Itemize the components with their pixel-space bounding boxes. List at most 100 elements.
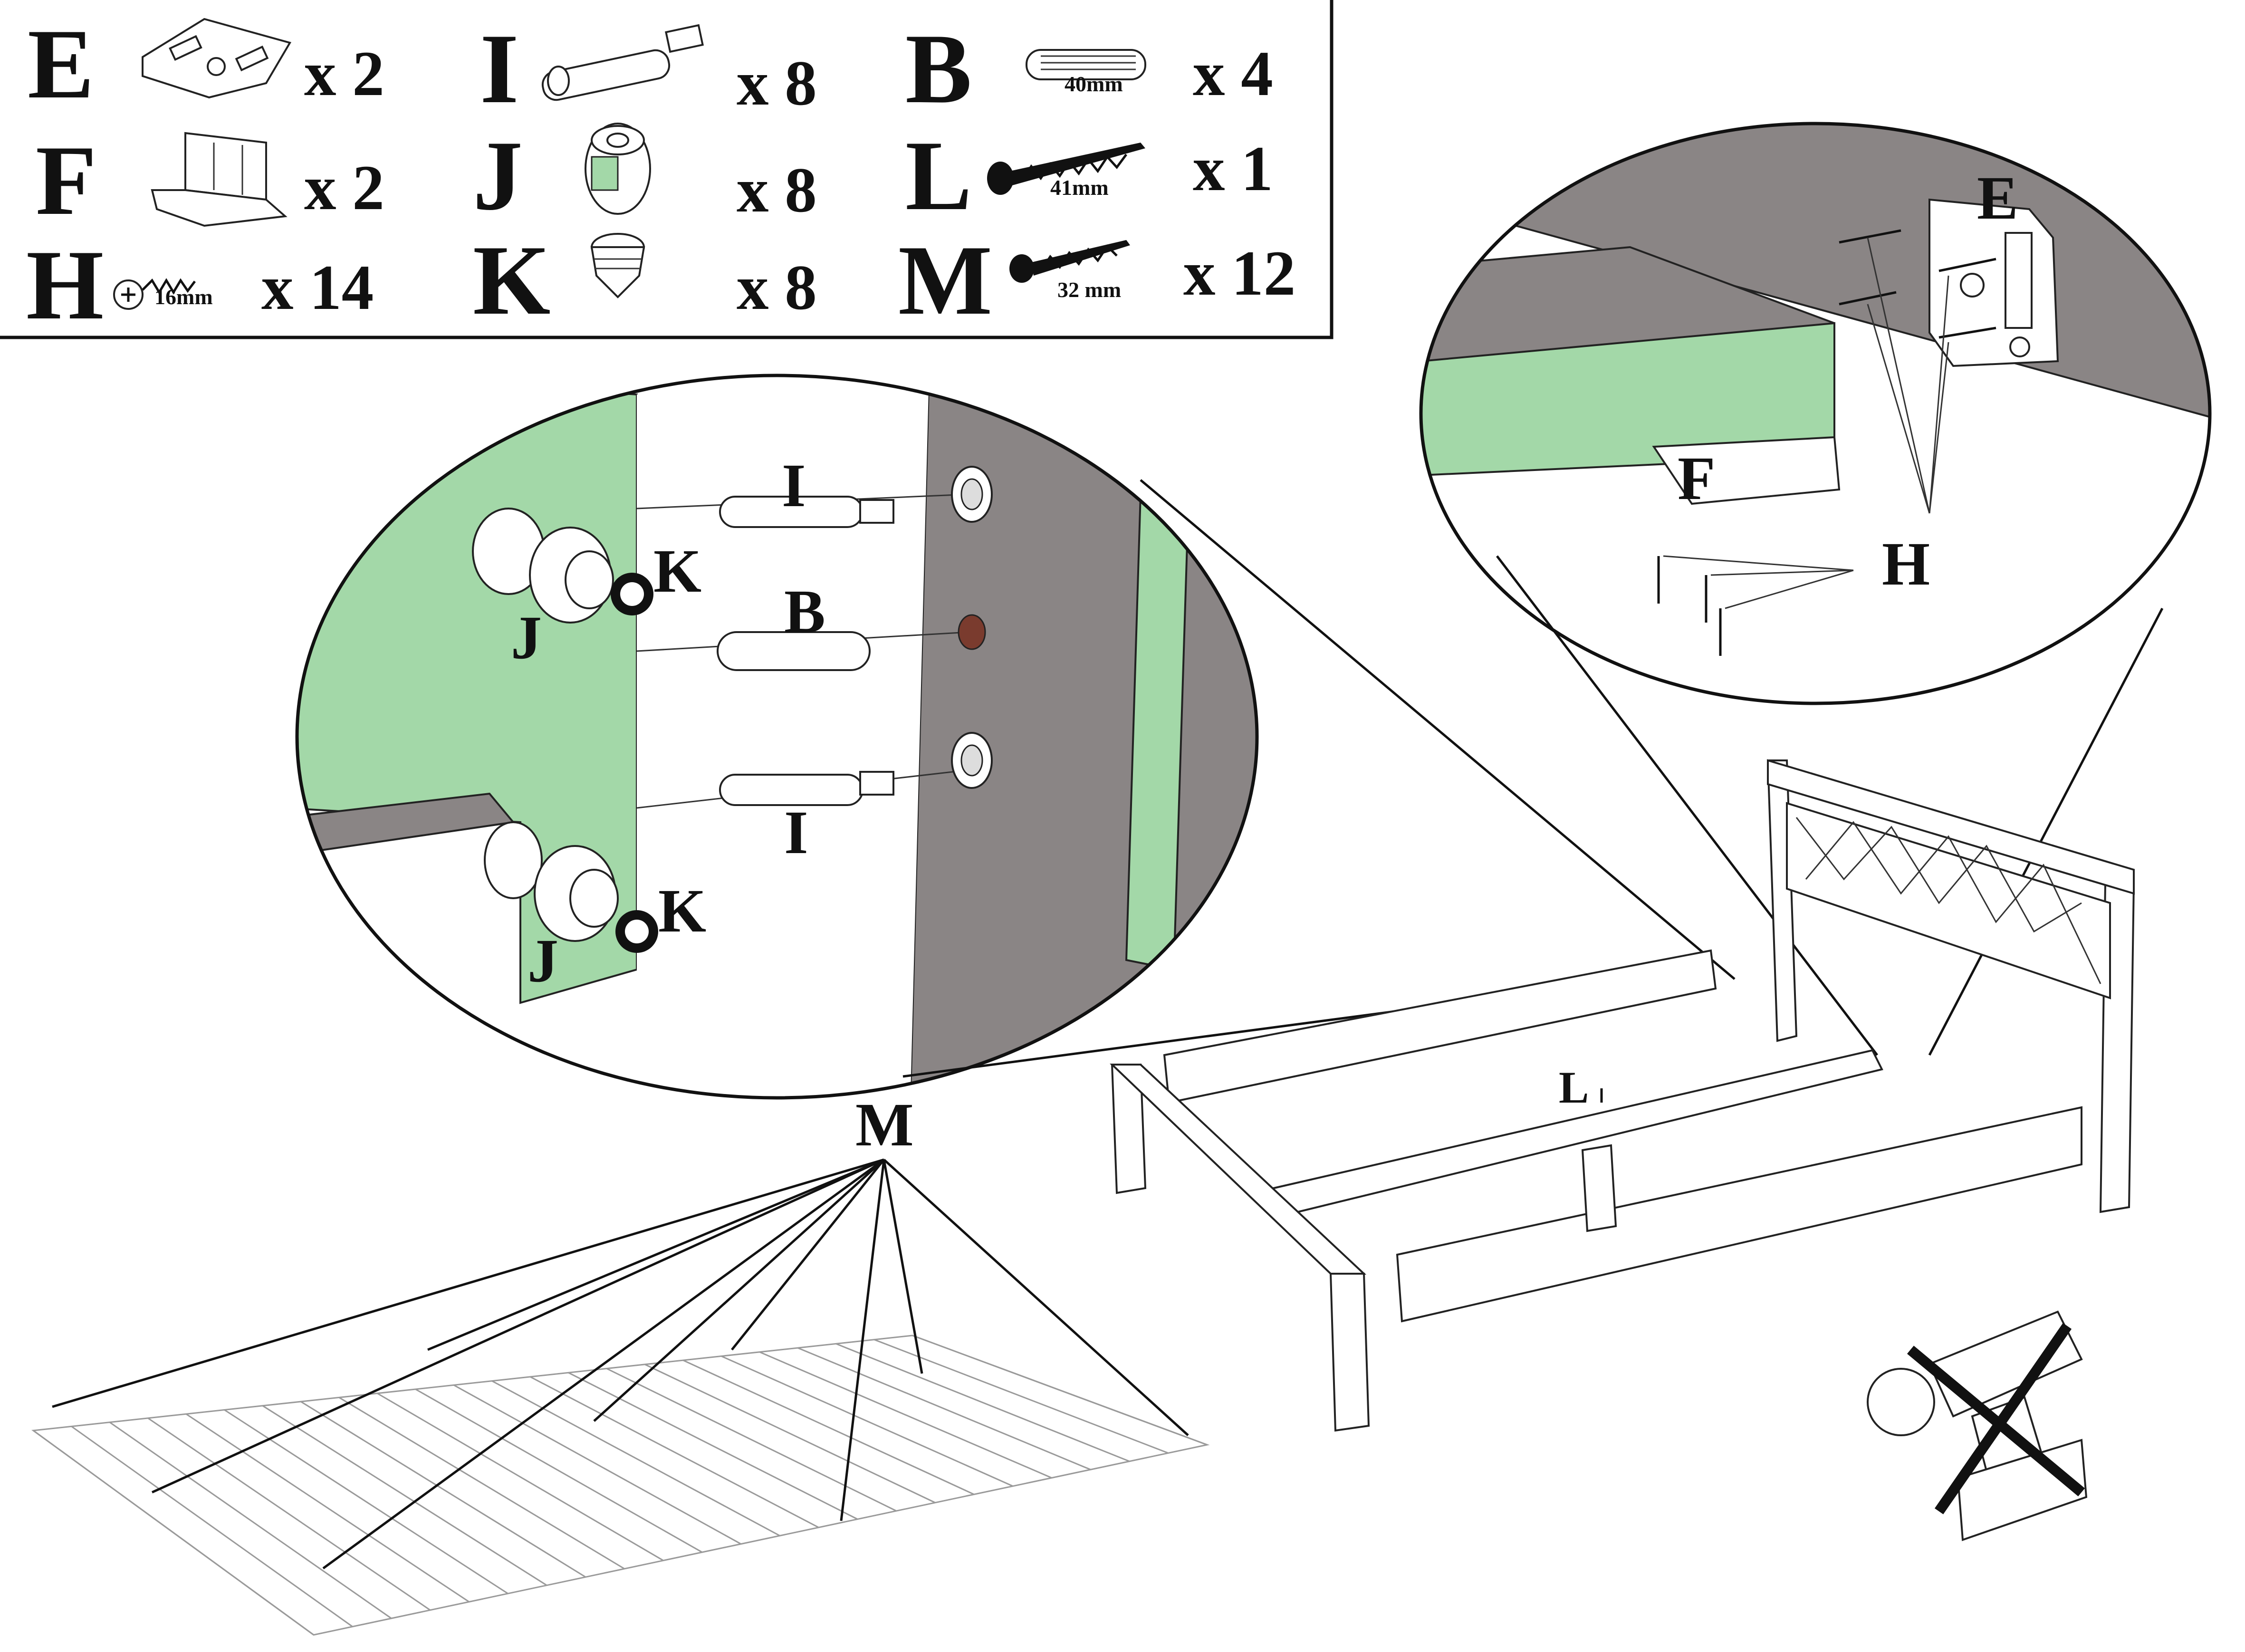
connector-bolt-bottom: [719, 771, 894, 806]
short-screw-icon: [113, 278, 196, 310]
part-row-i: I x 8: [480, 14, 817, 124]
part-row-f: F x 2: [36, 125, 384, 236]
slat: [109, 1421, 392, 1619]
side-rail-right: [1396, 1106, 2082, 1323]
slat: [185, 1413, 470, 1603]
label-dowel: B: [784, 577, 825, 646]
connector-bolt-icon: [541, 24, 704, 101]
bracket-detail-outline: [1419, 122, 2212, 705]
part-row-l: L 41mm x 1: [905, 121, 1273, 231]
part-dim-b: 40mm: [1065, 72, 1123, 96]
part-letter-h: H: [26, 230, 104, 340]
fitting-detail-outline: [295, 374, 1259, 1100]
slat-grid: M: [31, 1091, 1210, 1636]
loose-screws: [1657, 556, 1722, 656]
headboard: [1766, 759, 2135, 1213]
connector-bolt-top: [719, 496, 894, 528]
slat: [33, 1430, 314, 1636]
slat: [338, 1397, 625, 1570]
dowel-hole: [958, 614, 986, 650]
label-slat-screws: M: [855, 1091, 914, 1159]
long-screw-icon: [987, 143, 1145, 195]
part-letter-b: B: [905, 14, 972, 124]
part-qty-l: x 1: [1193, 134, 1273, 204]
cam-lock-top: [472, 508, 653, 624]
part-qty-k: x 8: [737, 252, 817, 323]
slat: [644, 1364, 936, 1504]
slat: [874, 1339, 1169, 1454]
corner-bracket-plate-icon: [142, 18, 292, 99]
slat: [491, 1380, 780, 1537]
part-row-j: J x 8: [473, 121, 817, 231]
part-row-e: E x 2: [28, 9, 384, 119]
post-hole-bottom: [951, 732, 993, 789]
label-angle-bracket: F: [1678, 444, 1715, 513]
label-cam-lock-bottom: J: [528, 927, 558, 995]
cam-lock-bottom: [484, 821, 658, 953]
slat-base-outline: [31, 1335, 1210, 1636]
slat: [224, 1409, 508, 1594]
slat: [377, 1393, 664, 1561]
side-rail-left: [1163, 949, 1717, 1104]
footboard-rail: [1110, 1064, 1367, 1275]
part-row-m: M 32 mm x 12: [898, 225, 1295, 336]
label-bracket-plate: E: [1977, 164, 2018, 232]
slat: [415, 1388, 703, 1553]
angle-bracket-f: [1652, 436, 1841, 505]
slat-leader-lines: [52, 1158, 1189, 1570]
part-row-h: H 16mm x 14: [26, 230, 374, 340]
part-letter-j: J: [473, 121, 523, 231]
slat-screw-icon: [1009, 240, 1130, 283]
label-connector-bolt-bottom: I: [784, 798, 808, 867]
slat: [912, 1335, 1208, 1446]
post-hole-top: [951, 466, 993, 523]
slat: [262, 1405, 547, 1586]
slat: [568, 1372, 858, 1520]
label-cam-lock-top: J: [511, 604, 542, 672]
part-letter-i: I: [480, 14, 519, 124]
part-qty-e: x 2: [304, 38, 384, 109]
slat: [300, 1401, 586, 1578]
part-letter-k: K: [473, 225, 550, 336]
center-leg: [1581, 1144, 1617, 1232]
slat: [835, 1343, 1130, 1462]
slat: [529, 1376, 819, 1528]
slat: [453, 1384, 741, 1545]
part-dim-l: 41mm: [1050, 175, 1109, 200]
slat: [682, 1359, 975, 1495]
label-center-screw: L: [1559, 1062, 1589, 1113]
part-letter-e: E: [28, 9, 94, 119]
part-letter-f: F: [36, 125, 96, 236]
part-letter-l: L: [905, 121, 972, 231]
wooden-dowel-icon: [1026, 49, 1146, 80]
part-qty-b: x 4: [1193, 38, 1273, 109]
parts-legend: E x 2 F x 2 H: [0, 0, 1334, 340]
bed-frame: L: [1110, 759, 2135, 1432]
bracket-detail-callout: E F H: [1419, 122, 2212, 1056]
part-row-k: K x 8: [473, 225, 817, 336]
slat: [147, 1417, 431, 1611]
angle-bracket-icon: [151, 132, 288, 227]
slat: [71, 1426, 353, 1627]
slat-lines: [33, 1335, 1208, 1636]
part-qty-j: x 8: [737, 155, 817, 226]
part-qty-i: x 8: [737, 48, 817, 119]
part-row-b: B 40mm x 4: [905, 14, 1273, 124]
part-dim-m: 32 mm: [1057, 278, 1121, 302]
cam-lock-icon: [585, 123, 651, 215]
plate-screws: [1839, 229, 1996, 339]
part-qty-f: x 2: [304, 153, 384, 223]
slat: [606, 1368, 897, 1512]
bracket-plate-e: [1928, 198, 2059, 367]
footboard-leg-right: [1329, 1273, 1370, 1432]
label-screws: H: [1882, 530, 1930, 598]
label-connector-bolt-top: I: [782, 451, 806, 520]
wooden-dowel: [717, 631, 871, 671]
slat: [721, 1355, 1013, 1487]
screw-dowel-icon: [590, 233, 645, 298]
slat: [759, 1351, 1052, 1479]
slat: [797, 1347, 1091, 1470]
no-power-drill-icon: [1867, 1310, 2088, 1541]
label-screw-dowel-bottom: K: [658, 877, 706, 945]
